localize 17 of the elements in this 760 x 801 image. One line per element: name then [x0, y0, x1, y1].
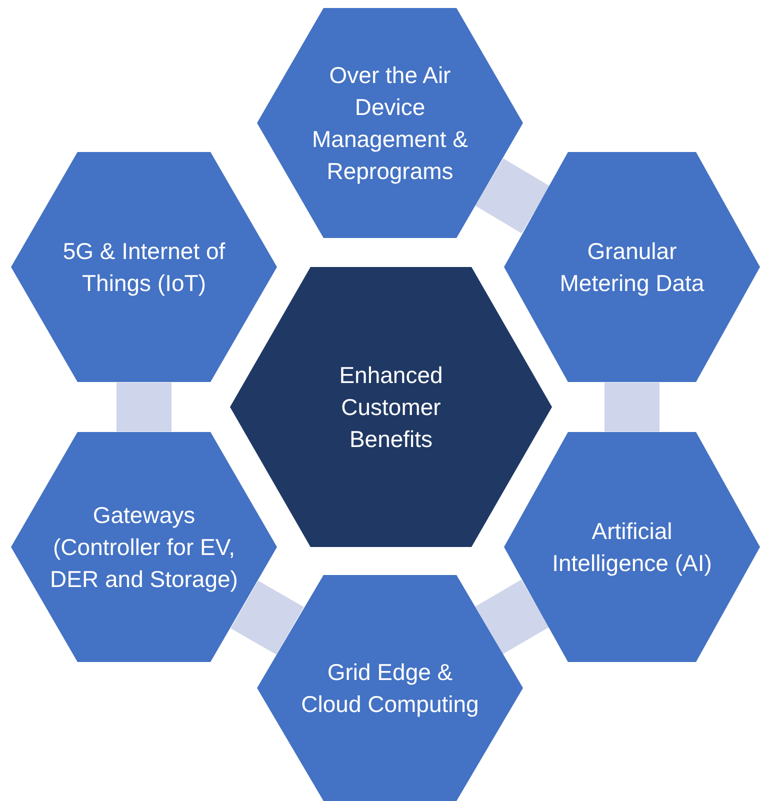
node-label: 5G & Internet of Things (IoT) — [62, 237, 226, 298]
connector-band — [230, 580, 304, 655]
hexagon-node — [504, 432, 760, 662]
node-label: Grid Edge & Cloud Computing — [300, 658, 480, 719]
connector-band — [116, 382, 172, 432]
hexagon-node — [504, 152, 760, 382]
hexagon-node — [11, 152, 277, 382]
node-label: Granular Metering Data — [558, 237, 706, 298]
node-label: Artificial Intelligence (AI) — [552, 517, 712, 578]
node-label: Enhanced Customer Benefits — [338, 361, 444, 454]
hexagon-node — [257, 8, 523, 238]
hexagon-node — [11, 432, 277, 662]
connector-band — [475, 158, 550, 234]
node-label: Gateways (Controller for EV, DER and Storage) — [49, 501, 239, 594]
hexagon-node — [257, 575, 523, 801]
connector-band — [604, 382, 660, 432]
node-label: Over the Air Device Management & Reprograms — [311, 61, 469, 186]
